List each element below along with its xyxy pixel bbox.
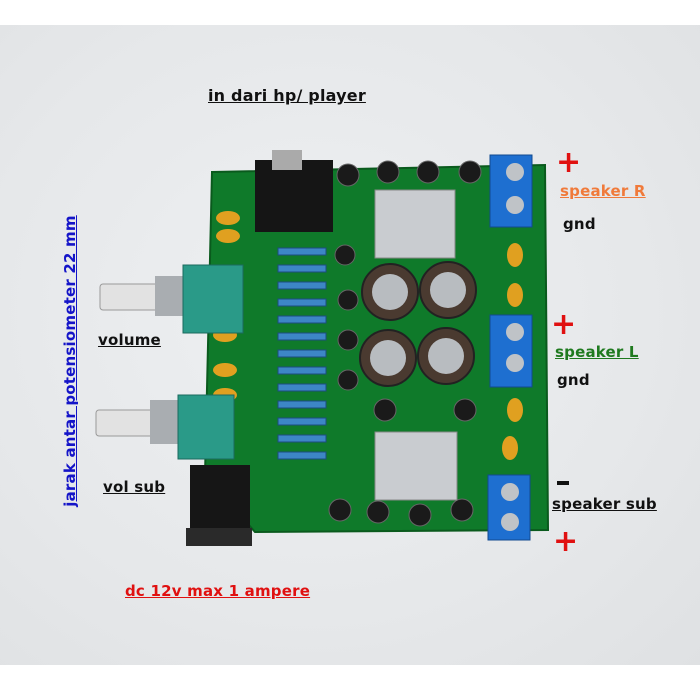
volume-label: volume — [98, 331, 161, 349]
small-capacitors — [328, 160, 482, 527]
volume-potentiometer — [182, 264, 244, 334]
audio-input-jack — [255, 160, 333, 232]
plus-sign-l: + — [551, 307, 577, 342]
volume-pot-shaft — [99, 283, 161, 311]
heatsink-bottom — [374, 431, 458, 501]
gnd-l-label: gnd — [557, 371, 590, 389]
gnd-r-label: gnd — [563, 215, 596, 233]
ceramic-capacitors — [213, 211, 523, 460]
plus-sign-r: + — [556, 145, 582, 180]
heatsink-top — [374, 189, 456, 259]
vol-sub-potentiometer — [177, 394, 235, 460]
vol-sub-label: vol sub — [103, 478, 166, 496]
input-label: in dari hp/ player — [208, 86, 366, 105]
speaker-l-label: speaker L — [555, 343, 639, 361]
speaker-terminals — [487, 154, 533, 541]
plus-sign-sub: + — [553, 524, 579, 559]
pot-spacing-label: jarak antar potensiometer 22 mm — [61, 215, 79, 507]
minus-sign-sub — [557, 481, 569, 485]
power-label: dc 12v max 1 ampere — [125, 582, 311, 600]
vol-sub-pot-shaft — [95, 409, 157, 437]
resistor-array — [277, 247, 327, 460]
speaker-r-label: speaker R — [560, 182, 646, 200]
speaker-sub-label: speaker sub — [552, 495, 657, 513]
